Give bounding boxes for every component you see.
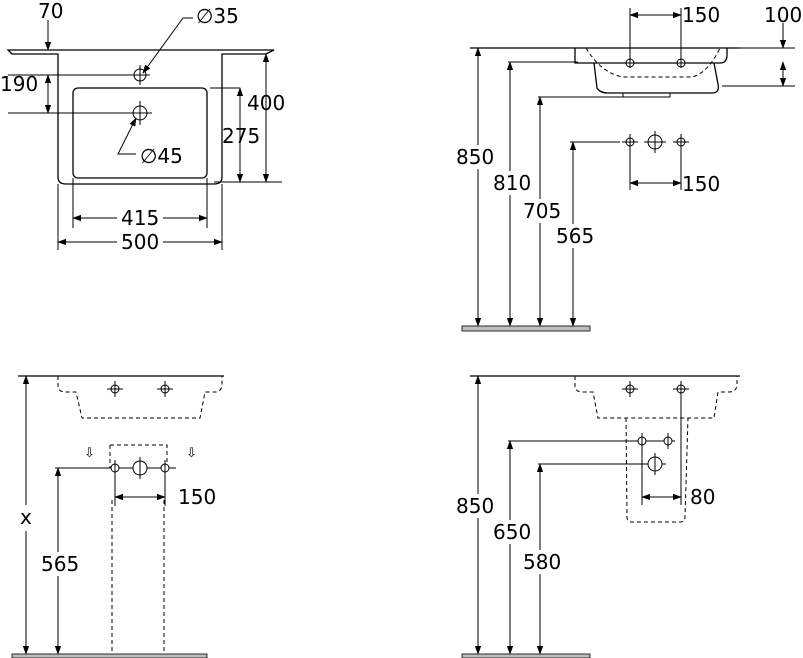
- tap-hole-symbol: [624, 48, 636, 68]
- dim-height-outlet: 705: [523, 199, 561, 223]
- pedestal-view: ⇩ ⇩ 150 x 565: [11, 375, 224, 658]
- dim-supply-spacing: 150: [682, 172, 720, 196]
- dim-tap-hole-diameter: ∅35: [196, 4, 239, 28]
- floor: [461, 325, 591, 332]
- dim-height-variable: x: [20, 505, 32, 529]
- arrow-glyph-left: ⇩: [84, 446, 95, 461]
- arrow-glyph-right: ⇩: [186, 446, 197, 461]
- waste-outlet-symbol: [644, 131, 666, 153]
- dim-tap-spacing: 150: [682, 3, 720, 27]
- basin-front-outline: [57, 376, 223, 419]
- dim-waste-offset: 80: [690, 485, 715, 509]
- dim-tap-offset: 70: [38, 0, 63, 23]
- dim-rim-height: 100: [764, 3, 802, 27]
- dim-height-top: 850: [456, 145, 494, 169]
- dim-supply-spacing: 150: [178, 485, 216, 509]
- tap-hole-symbol: [673, 381, 689, 397]
- tap-hole-symbol: [157, 381, 173, 397]
- pedestal-outline: [109, 444, 168, 655]
- dim-height-underside: 810: [493, 171, 531, 195]
- tap-hole-symbol: [675, 48, 687, 68]
- dim-waste-hole-diameter: ∅45: [140, 144, 183, 168]
- semi-pedestal-view: 80 850 650 580: [455, 375, 740, 658]
- dim-depth-total: 400: [247, 91, 285, 115]
- dim-tap-depth: 190: [0, 72, 38, 96]
- basin-front-outline: [574, 376, 738, 419]
- dim-height-supply: 565: [41, 552, 79, 576]
- dim-overall-width: 500: [121, 230, 159, 254]
- basin-profile: [574, 48, 728, 64]
- dim-height-top: 850: [456, 494, 494, 518]
- dim-height-supply: 565: [556, 224, 594, 248]
- floor: [461, 653, 591, 658]
- dim-bowl-depth: 275: [222, 124, 260, 148]
- waste-outlet-symbol: [647, 453, 663, 475]
- basin-outline: [6, 49, 275, 185]
- bowl-outline: [72, 87, 208, 179]
- supply-connection-symbol: [663, 433, 673, 449]
- tap-hole-symbol: [622, 381, 638, 397]
- semi-pedestal-outline: [625, 417, 689, 523]
- dim-height-waste: 580: [523, 550, 561, 574]
- tap-hole-symbol: [107, 381, 123, 397]
- dim-bowl-width: 415: [121, 206, 159, 230]
- waste-outlet-symbol: [132, 457, 148, 479]
- supply-connection-symbol: [673, 134, 689, 150]
- floor: [11, 653, 208, 658]
- plan-view: 70 ∅35 190 ∅45 400 275 415 500: [0, 0, 285, 254]
- dim-height-supply: 650: [493, 520, 531, 544]
- side-view: 150 100 850 810 705 565: [455, 3, 802, 332]
